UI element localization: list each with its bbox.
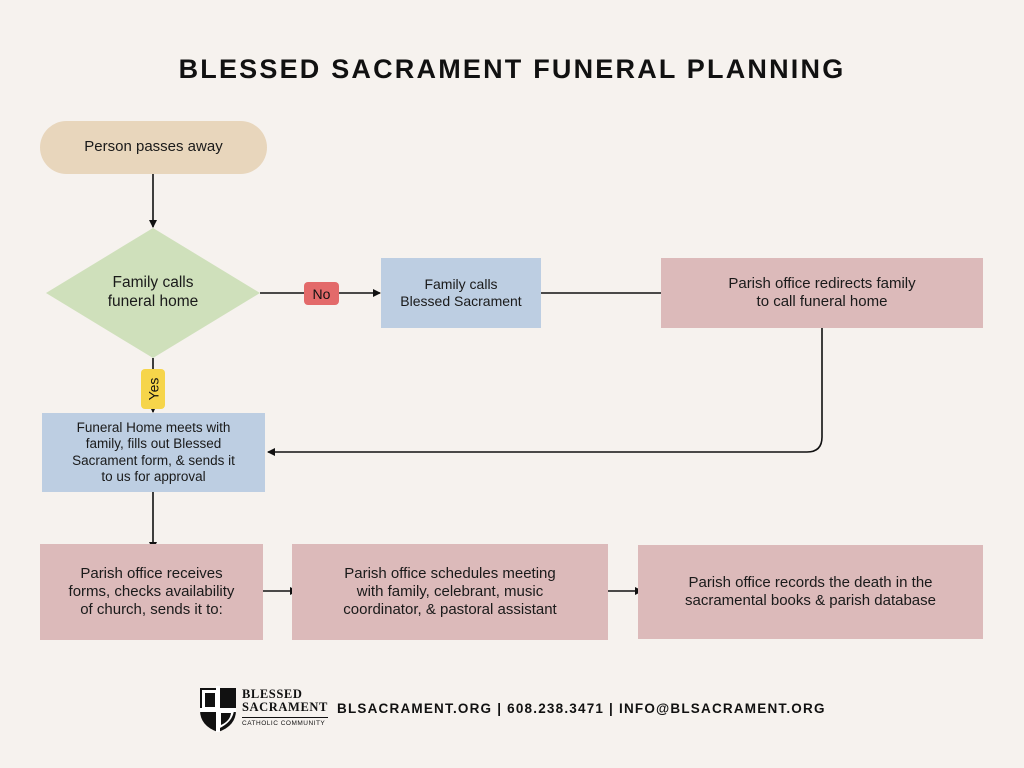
contact-info: BLSACRAMENT.ORG | 608.238.3471 | INFO@BL…	[337, 701, 826, 716]
funeral-home-label-line4: to us for approval	[101, 468, 206, 484]
schedules-node: Parish office schedules meeting with fam…	[292, 544, 608, 640]
arrow-redirect-to-funeral-home	[267, 328, 823, 456]
decision-node: Family calls funeral home	[46, 228, 260, 358]
receives-label-line2: forms, checks availability	[68, 582, 235, 600]
calls-church-label-line1: Family calls	[424, 275, 498, 292]
redirect-label-line1: Parish office redirects family	[728, 274, 916, 292]
funeral-home-node: Funeral Home meets with family, fills ou…	[42, 413, 265, 492]
redirect-label-line2: to call funeral home	[756, 293, 888, 310]
calls-church-label-line2: Blessed Sacrament	[400, 293, 522, 309]
records-label-line1: Parish office records the death in the	[688, 573, 933, 591]
decision-diamond	[46, 228, 260, 358]
funeral-home-label-line1: Funeral Home meets with	[76, 419, 231, 435]
records-label-line2: sacramental books & parish database	[685, 592, 936, 609]
redirect-node: Parish office redirects family to call f…	[661, 258, 983, 328]
logo-text-line3: CATHOLIC COMMUNITY	[242, 717, 328, 727]
schedules-label-line3: coordinator, & pastoral assistant	[343, 601, 557, 619]
schedules-label-line2: with family, celebrant, music	[356, 582, 544, 600]
funeral-home-label-line2: family, fills out Blessed	[85, 436, 222, 452]
receives-node: Parish office receives forms, checks ava…	[40, 544, 263, 640]
logo-text-line2: SACRAMENT	[242, 700, 328, 715]
yes-tag: Yes	[141, 369, 165, 409]
schedules-label-line1: Parish office schedules meeting	[344, 564, 556, 582]
receives-label-line3: of church, sends it to:	[80, 601, 223, 619]
calls-church-node: Family calls Blessed Sacrament	[381, 258, 541, 328]
funeral-home-label-line3: Sacrament form, & sends it	[72, 452, 235, 468]
parish-logo: BLESSED SACRAMENT CATHOLIC COMMUNITY	[198, 684, 328, 734]
page-title: BLESSED SACRAMENT FUNERAL PLANNING	[178, 54, 846, 84]
shield-icon	[200, 686, 236, 732]
start-node-label: Person passes away	[84, 138, 223, 156]
receives-label-line1: Parish office receives	[80, 564, 223, 582]
no-tag: No	[304, 282, 339, 305]
decision-label-line1: Family calls	[112, 274, 194, 292]
no-tag-label: No	[312, 285, 331, 302]
records-node: Parish office records the death in the s…	[638, 545, 983, 639]
yes-tag-label: Yes	[145, 377, 161, 401]
start-node: Person passes away	[40, 121, 267, 174]
decision-label-line2: funeral home	[107, 293, 199, 310]
logo-text-line1: BLESSED	[242, 687, 303, 701]
